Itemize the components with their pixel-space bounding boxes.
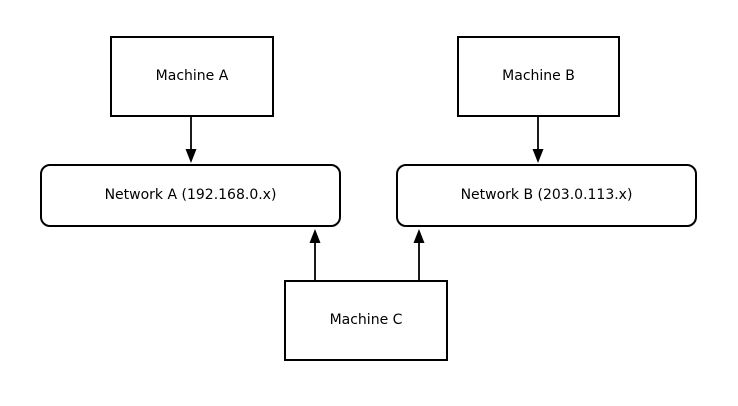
edge-machine-c-to-network-b (413, 229, 425, 280)
node-network-a: Network A (192.168.0.x) (40, 164, 341, 227)
node-machine-a: Machine A (110, 36, 274, 117)
node-machine-a-label: Machine A (155, 68, 229, 85)
node-machine-c: Machine C (284, 280, 448, 361)
edge-machine-b-to-network-b (532, 117, 544, 163)
edge-machine-a-to-network-a (185, 117, 197, 163)
node-machine-b-label: Machine B (502, 68, 575, 85)
node-network-b-label: Network B (203.0.113.x) (460, 187, 633, 204)
edge-machine-c-to-network-a (309, 229, 321, 280)
node-network-a-label: Network A (192.168.0.x) (104, 187, 277, 204)
node-network-b: Network B (203.0.113.x) (396, 164, 697, 227)
node-machine-c-label: Machine C (329, 312, 403, 329)
node-machine-b: Machine B (457, 36, 620, 117)
